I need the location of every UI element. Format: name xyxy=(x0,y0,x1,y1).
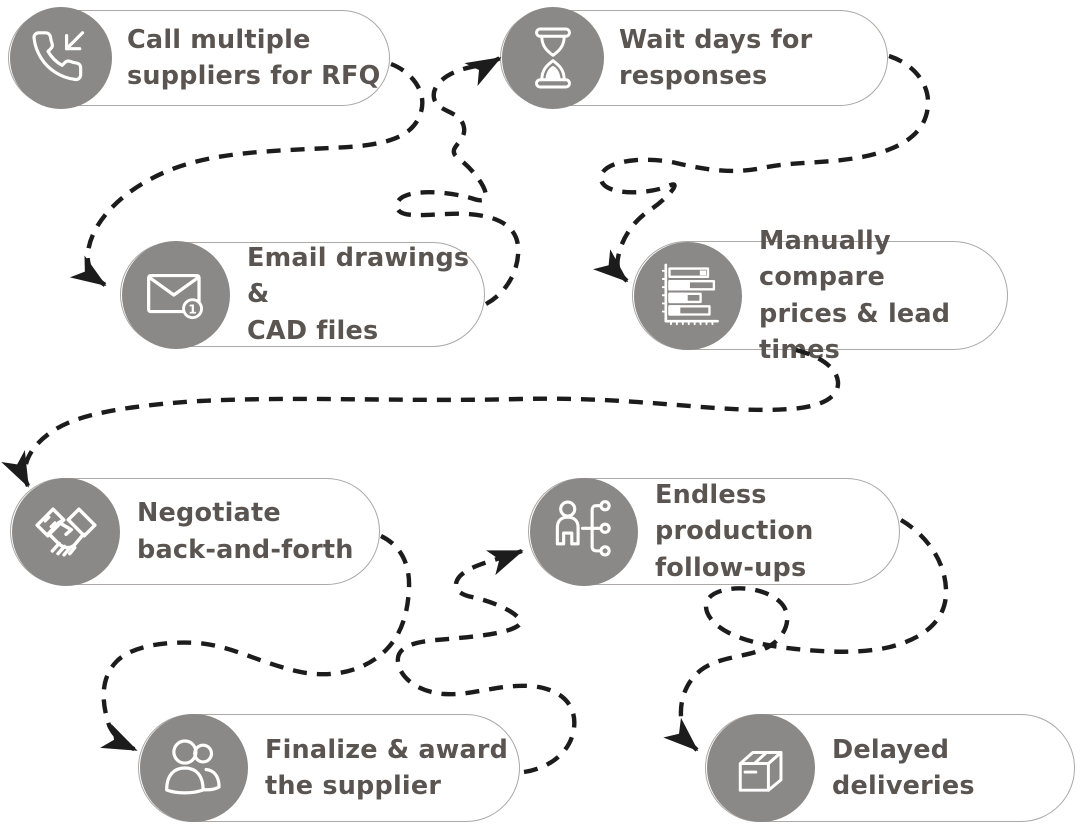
bar-chart-icon xyxy=(634,241,742,350)
handshake-icon xyxy=(12,477,120,586)
hourglass-icon xyxy=(535,27,571,89)
people-icon xyxy=(165,739,221,795)
node-label: Wait days for responses xyxy=(619,24,813,91)
handshake-icon xyxy=(35,506,97,557)
node-call-suppliers: Call multiple suppliers for RFQ xyxy=(8,7,390,109)
envelope-notification-icon: 1 xyxy=(147,273,203,319)
person-hierarchy-icon xyxy=(530,477,638,586)
package-icon xyxy=(738,750,783,792)
node-wait-days: Wait days for responses xyxy=(500,7,888,109)
phone-incoming-icon xyxy=(32,31,85,82)
envelope-notification-icon: 1 xyxy=(122,240,230,349)
package-icon xyxy=(707,714,815,822)
node-follow-ups: Endless production follow-ups xyxy=(528,477,900,586)
node-label: Manually compare prices & lead times xyxy=(759,226,951,365)
node-label: Delayed deliveries xyxy=(832,734,975,801)
hourglass-icon xyxy=(502,7,604,109)
node-email-cad: 1 Email drawings & CAD files xyxy=(120,240,485,349)
unread-count-badge: 1 xyxy=(188,302,197,316)
node-label: Endless production follow-ups xyxy=(655,480,814,583)
node-label: Finalize & award the supplier xyxy=(265,734,509,801)
person-hierarchy-icon xyxy=(555,499,611,556)
people-icon xyxy=(140,714,248,822)
node-compare-prices: Manually compare prices & lead times xyxy=(632,226,1008,365)
node-finalize: Finalize & award the supplier xyxy=(138,714,520,822)
node-delayed: Delayed deliveries xyxy=(705,714,1075,822)
bar-chart-icon xyxy=(661,263,719,325)
node-label: Negotiate back-and-forth xyxy=(137,498,354,565)
node-label: Email drawings & CAD files xyxy=(247,243,470,346)
connector-compare-to-negotiate xyxy=(1,347,841,488)
node-negotiate: Negotiate back-and-forth xyxy=(10,477,380,586)
phone-incoming-icon xyxy=(10,7,112,109)
node-label: Call multiple suppliers for RFQ xyxy=(127,24,381,91)
